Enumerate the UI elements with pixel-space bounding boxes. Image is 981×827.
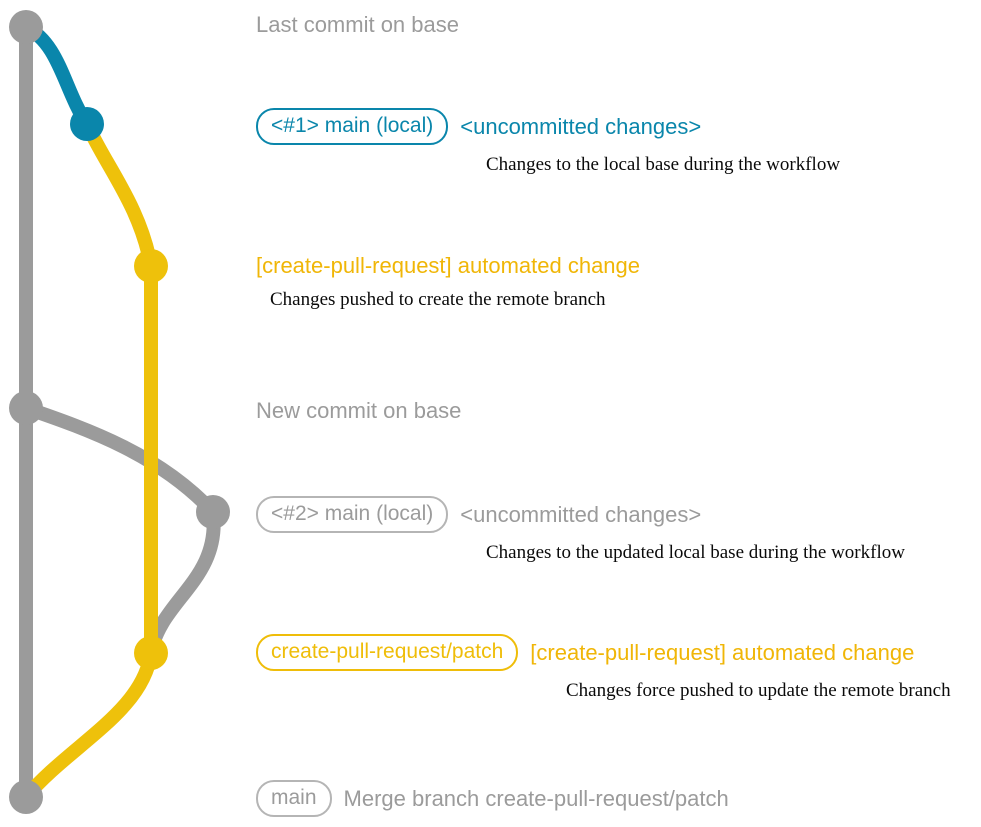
- edge-base-to-local: [19, 20, 94, 131]
- commit-entry-automated-change-2: create-pull-request/patch [create-pull-r…: [256, 634, 951, 702]
- commit-ref-line: <#2> main (local) <uncommitted changes>: [256, 496, 905, 533]
- edge-local-to-branch: [80, 117, 158, 273]
- ref-badge-main-local-1[interactable]: <#1> main (local): [256, 108, 449, 145]
- ref-badge-main[interactable]: main: [256, 780, 332, 817]
- edge-branch-to-merge: [19, 646, 158, 804]
- commit-entry-last-commit-on-base: Last commit on base: [256, 12, 459, 38]
- commit-headline: Last commit on base: [256, 12, 459, 37]
- commit-subject: Changes force pushed to update the remot…: [566, 680, 951, 701]
- commit-entry-automated-change-1: [create-pull-request] automated change C…: [256, 253, 640, 311]
- commit-entry-local-1: <#1> main (local) <uncommitted changes> …: [256, 108, 840, 176]
- commit-subject: Changes to the local base during the wor…: [486, 154, 841, 175]
- commit-headline: <uncommitted changes>: [460, 501, 702, 527]
- commit-entry-new-commit-on-base: New commit on base: [256, 398, 461, 424]
- commit-subject: Changes pushed to create the remote bran…: [270, 289, 606, 310]
- commit-ref-line: create-pull-request/patch [create-pull-r…: [256, 634, 951, 671]
- commit-node-automated-change-2[interactable]: [134, 636, 168, 670]
- commit-node-local-1[interactable]: [70, 107, 104, 141]
- commit-headline: <uncommitted changes>: [460, 113, 702, 139]
- commit-node-last-commit-on-base[interactable]: [9, 10, 43, 44]
- commit-headline: [create-pull-request] automated change: [530, 639, 915, 665]
- ref-badge-main-local-2[interactable]: <#2> main (local): [256, 496, 449, 533]
- commit-headline: Merge branch create-pull-request/patch: [343, 785, 729, 811]
- edge-side-to-branch: [144, 505, 221, 660]
- commit-ref-line: <#1> main (local) <uncommitted changes>: [256, 108, 840, 145]
- commit-ref-line: main Merge branch create-pull-request/pa…: [256, 780, 729, 817]
- commit-headline: [create-pull-request] automated change: [256, 253, 641, 278]
- commit-node-automated-change-1[interactable]: [134, 249, 168, 283]
- commit-headline: New commit on base: [256, 398, 462, 423]
- ref-badge-create-pull-request-patch[interactable]: create-pull-request/patch: [256, 634, 519, 671]
- commit-node-local-2[interactable]: [196, 495, 230, 529]
- commit-entry-local-2: <#2> main (local) <uncommitted changes> …: [256, 496, 905, 564]
- edge-base-to-side: [19, 401, 220, 519]
- commit-subject: Changes to the updated local base during…: [486, 542, 905, 563]
- commit-entry-merge: main Merge branch create-pull-request/pa…: [256, 780, 729, 817]
- commit-node-merge[interactable]: [9, 780, 43, 814]
- commit-node-new-commit-on-base[interactable]: [9, 391, 43, 425]
